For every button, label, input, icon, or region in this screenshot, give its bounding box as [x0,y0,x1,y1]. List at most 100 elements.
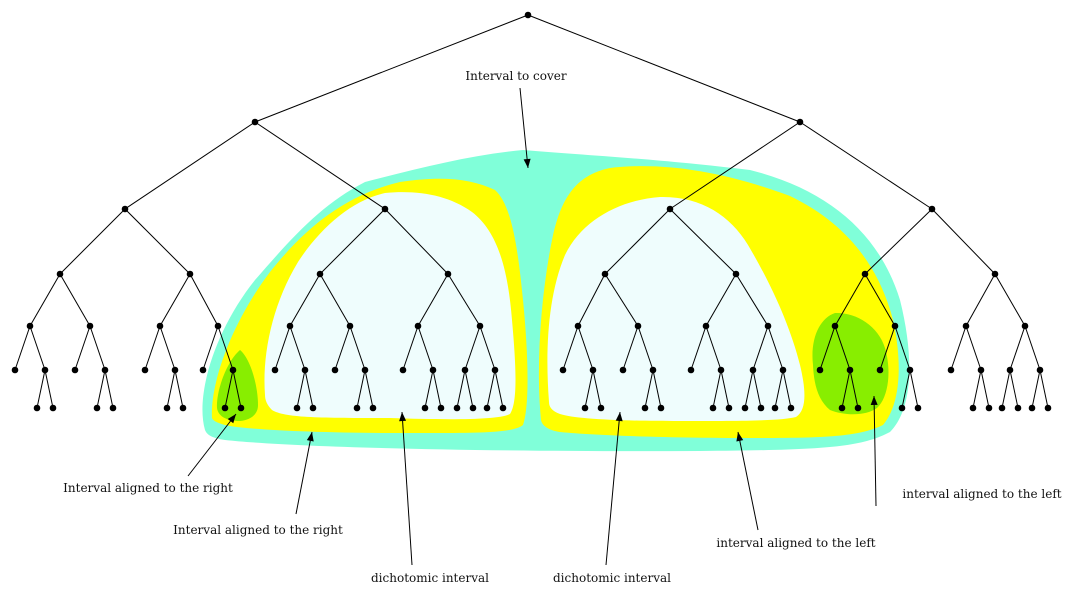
tree-node [906,366,914,374]
tree-node [26,322,34,330]
arrow-aligned-left-2 [873,395,877,507]
tree-edge [159,325,176,371]
tree-edge [931,208,996,275]
tree-node [316,270,324,278]
tree-node [947,366,955,374]
tree-edge [464,325,481,371]
tree-node [732,270,740,278]
label-aligned-right-1: Interval aligned to the right [63,481,233,495]
tree-edge [901,369,911,409]
tree-edge [705,273,737,327]
tree-edge [289,273,321,327]
tree-node [876,366,884,374]
arrow-interval-to-cover [519,87,529,169]
tree-edge [217,325,234,371]
tree-edge [1009,369,1019,409]
tree-edge [74,325,91,371]
tree-edge [744,369,754,409]
tree-edge [690,325,707,371]
tree-edge [29,273,61,327]
tree-edge [89,325,106,371]
arrow-aligned-right-2 [295,431,313,515]
tree-node [741,404,749,412]
tree-edge [417,273,449,327]
tree-node [414,322,422,330]
tree-edge [894,325,911,371]
tree-node [251,118,259,126]
tree-node [985,404,993,412]
tree-edge [1031,369,1041,409]
tree-edge [479,325,496,371]
tree-edge [909,369,919,409]
label-aligned-left-2: interval aligned to the left [902,487,1061,501]
tree-node [524,11,532,19]
tree-node [491,366,499,374]
tree-node [657,404,665,412]
tree-node [444,270,452,278]
tree-edge [864,208,933,275]
tree-node [597,404,605,412]
tree-edge [735,273,769,327]
tree-node [271,366,279,374]
tree-edge [159,273,191,327]
tree-node [199,366,207,374]
tree-edge [980,369,990,409]
tree-edges [14,14,1049,409]
tree-node [757,404,765,412]
arrow-aligned-left-1 [737,431,759,531]
tree-node [229,366,237,374]
tree-node [163,404,171,412]
tree-node [469,404,477,412]
tree-node [93,404,101,412]
tree-node [237,404,245,412]
tree-node [11,366,19,374]
tree-edge [274,325,291,371]
tree-node [816,366,824,374]
tree-node [914,404,922,412]
tree-edge [965,325,982,371]
arrow-dichotomic-2 [605,411,621,566]
tree-node [991,270,999,278]
tree-edge [174,369,184,409]
tree-edge [124,208,191,275]
tree-node [831,322,839,330]
tree-edge [364,369,374,409]
tree-edge [637,325,654,371]
tree-edge [456,369,466,409]
tree-node [453,404,461,412]
tree-edge [356,369,366,409]
tree-node [846,366,854,374]
tree-edge [841,369,851,409]
tree-edge [652,369,662,409]
tree-node [589,366,597,374]
tree-edge [44,369,54,409]
tree-node [437,404,445,412]
tree-node [221,404,229,412]
tree-node [214,322,222,330]
tree-node [717,366,725,374]
tree-edge [424,369,434,409]
tree-edge [705,325,722,371]
tree-edge [224,369,234,409]
tree-edge [752,325,769,371]
tree-edge [189,273,219,327]
tree-node [171,366,179,374]
tree-edge [669,208,737,275]
tree-node [854,404,862,412]
tree-edge [720,369,730,409]
label-dichotomic-1: dichotomic interval [371,571,489,585]
tree-node [309,404,317,412]
tree-node [179,404,187,412]
tree-edge [752,369,762,409]
tree-edge [577,325,594,371]
tree-node [709,404,717,412]
tree-edge [417,325,434,371]
tree-edge [59,273,91,327]
tree-edge [965,273,996,327]
tree-node [702,322,710,330]
tree-node [641,404,649,412]
tree-edge [36,369,46,409]
tree-node [687,366,695,374]
